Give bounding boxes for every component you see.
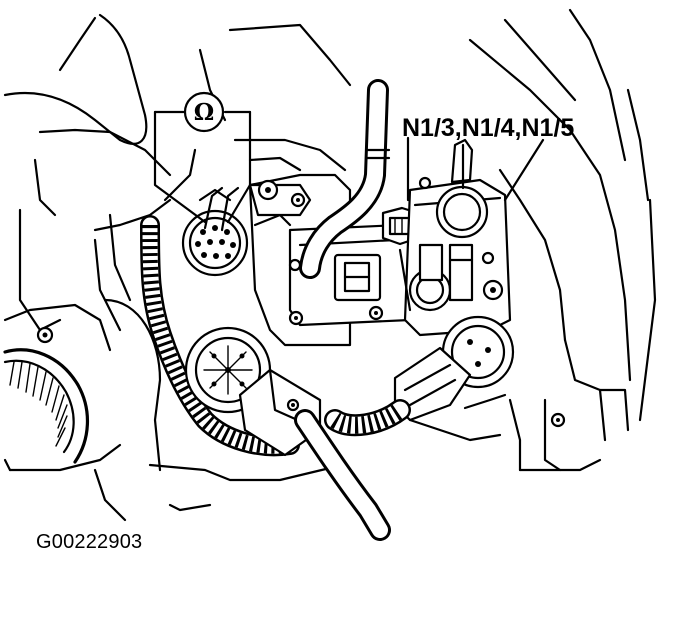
vacuum-hose <box>299 79 391 279</box>
round-sensor-connector <box>181 186 249 277</box>
ohmmeter-symbol: Ω <box>194 99 214 126</box>
corrugated-harness-left <box>140 215 300 457</box>
left-pulley <box>3 326 89 464</box>
figure-id: G00222903 <box>36 531 143 553</box>
lower-casting-details <box>408 393 566 442</box>
ohmmeter-symbol-circle <box>183 91 225 133</box>
ignition-module-board <box>398 138 512 337</box>
ohmmeter-callout: Ω <box>153 91 252 224</box>
corrugated-harness-right <box>324 399 411 437</box>
control-module-housing <box>248 173 412 347</box>
main-wiring-cable <box>294 409 391 541</box>
engine-housing-outline <box>3 8 657 522</box>
component-leader-lines <box>406 136 545 202</box>
component-callout-label: N1/3,N1/4,N1/5 <box>402 114 574 142</box>
